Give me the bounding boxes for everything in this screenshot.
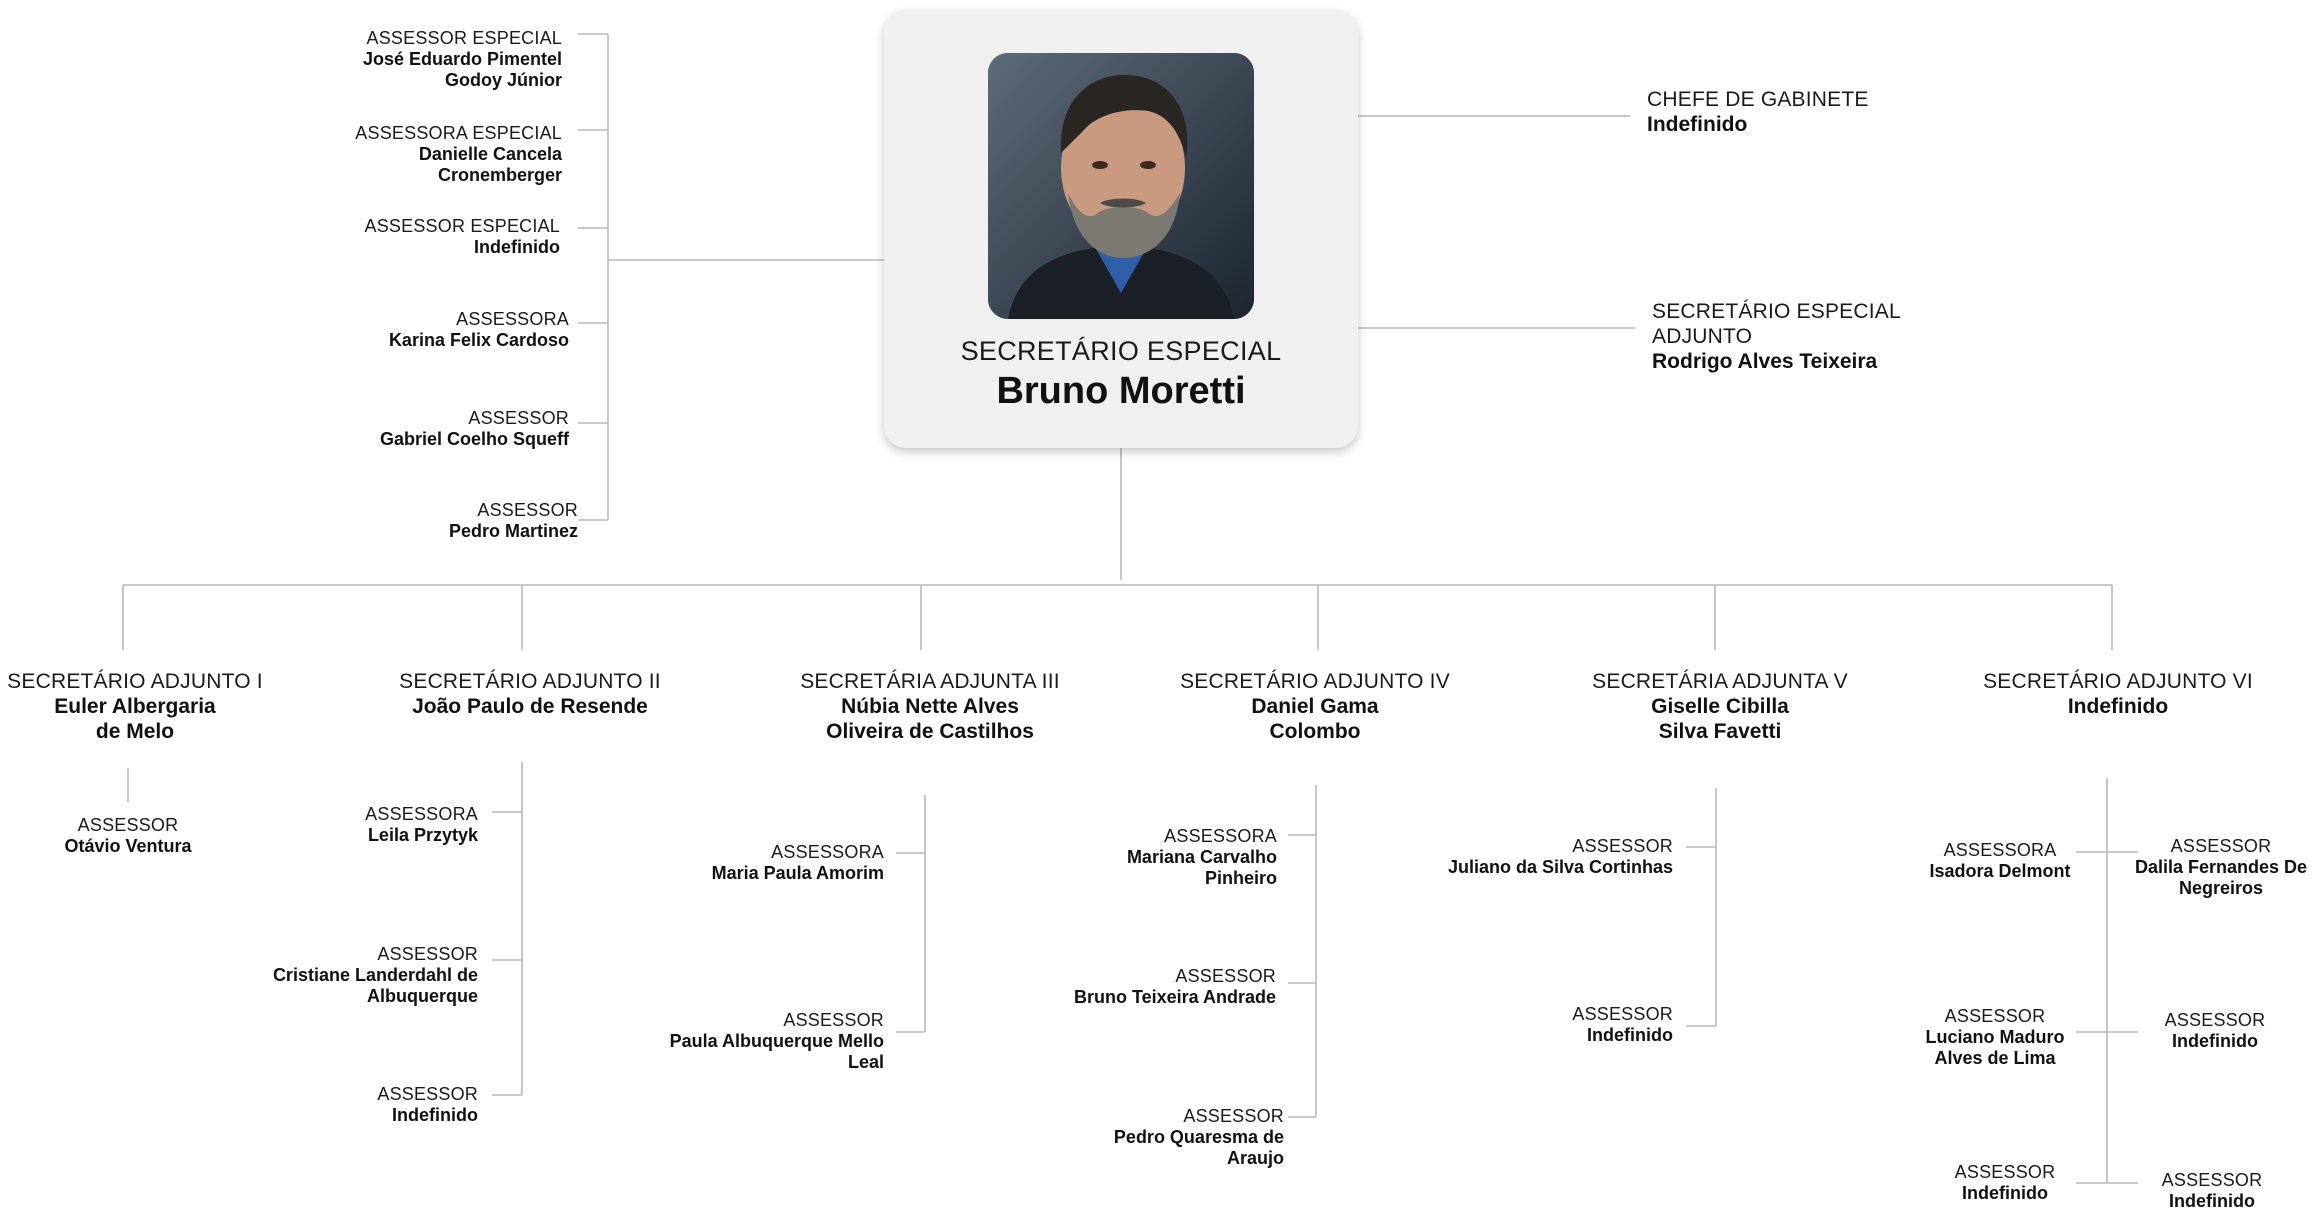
advisor-undefined-5: ASSESSOR Indefinido [1413,1004,1673,1046]
role-label: ASSESSOR ESPECIAL [364,216,560,236]
role-label: ASSESSOR [377,1084,478,1104]
role-label: SECRETÁRIO ESPECIAL ADJUNTO [1652,300,1901,348]
advisor-luciano: ASSESSOR Luciano Maduro Alves de Lima [1905,1006,2085,1070]
person-name: Indefinido [2067,694,2169,718]
role-label: ASSESSOR [1175,966,1276,986]
main-name: Bruno Moretti [996,370,1246,412]
role-label: SECRETÁRIO ADJUNTO VI [1983,670,2253,693]
role-label: ASSESSOR [2170,836,2272,856]
deputy-special-secretary: SECRETÁRIO ESPECIAL ADJUNTO Rodrigo Alve… [1652,300,1922,374]
person-name: Mariana Carvalho Pinheiro [1126,847,1277,889]
advisor-pedro-quaresma: ASSESSOR Pedro Quaresma de Araujo [1084,1106,1284,1170]
role-label: ASSESSOR [468,408,569,428]
person-name: Giselle Cibilla Silva Favetti [1651,694,1789,743]
role-label: ASSESSORA [1943,840,2057,860]
advisor-gabriel: ASSESSOR Gabriel Coelho Squeff [309,408,569,450]
advisor-otavio: ASSESSOR Otávio Ventura [28,815,228,857]
role-label: SECRETÁRIO ADJUNTO IV [1180,670,1450,693]
role-label: SECRETÁRIO ADJUNTO I [7,670,263,693]
role-label: ASSESSOR [1954,1162,2056,1182]
role-label: ASSESSOR [377,944,478,964]
role-label: ASSESSORA [1164,826,1277,846]
advisor-undefined-6c: ASSESSOR Indefinido [2127,1170,2297,1212]
advisor-dalila: ASSESSOR Dalila Fernandes De Negreiros [2132,836,2310,900]
role-label: ASSESSORA ESPECIAL [355,123,562,143]
deputy-secretary-3: SECRETÁRIA ADJUNTA III Núbia Nette Alves… [780,670,1080,744]
person-name: Indefinido [474,237,560,258]
advisor-undefined-2: ASSESSOR Indefinido [218,1084,478,1126]
role-label: ASSESSOR ESPECIAL [366,28,562,48]
role-label: ASSESSOR [1944,1006,2046,1026]
main-secretary-card: SECRETÁRIO ESPECIAL Bruno Moretti [884,10,1358,448]
person-name: Indefinido [1647,112,1748,136]
person-name: Indefinido [392,1105,478,1126]
advisor-mariana: ASSESSORA Mariana Carvalho Pinheiro [1057,826,1277,890]
person-name: Cristiane Landerdahl de Albuquerque [272,965,478,1007]
person-name: Pedro Quaresma de Araujo [1113,1127,1284,1169]
person-name: Rodrigo Alves Teixeira [1652,349,1878,373]
deputy-secretary-5: SECRETÁRIA ADJUNTA V Giselle Cibilla Sil… [1570,670,1870,744]
role-label: ASSESSOR [77,815,179,835]
role-label: ASSESSOR [783,1010,884,1030]
advisor-pedro: ASSESSOR Pedro Martinez [318,500,578,542]
special-advisor-3: ASSESSOR ESPECIAL Indefinido [300,216,560,258]
advisor-juliano: ASSESSOR Juliano da Silva Cortinhas [1373,836,1673,878]
special-advisor-1: ASSESSOR ESPECIAL José Eduardo Pimentel … [302,28,562,92]
person-name: Núbia Nette Alves Oliveira de Castilhos [826,694,1034,743]
role-label: ASSESSOR [2161,1170,2263,1190]
person-name: Paula Albuquerque Mello Leal [669,1031,884,1073]
person-name: Danielle Cancela Cronemberger [418,144,562,186]
person-name: Juliano da Silva Cortinhas [1447,857,1673,878]
person-name: Isadora Delmont [1929,861,2071,882]
role-label: ASSESSOR [1572,1004,1673,1024]
advisor-paula-albuquerque: ASSESSOR Paula Albuquerque Mello Leal [634,1010,884,1074]
advisor-bruno-teixeira: ASSESSOR Bruno Teixeira Andrade [1016,966,1276,1008]
person-name: Indefinido [2169,1191,2255,1212]
role-label: ASSESSOR [1572,836,1673,856]
person-name: Karina Felix Cardoso [388,330,569,351]
portrait-photo [988,53,1254,319]
person-name: Otávio Ventura [64,836,192,857]
person-name: José Eduardo Pimentel Godoy Júnior [362,49,562,91]
special-advisor-2: ASSESSORA ESPECIAL Danielle Cancela Cron… [302,123,562,187]
main-role: SECRETÁRIO ESPECIAL [960,336,1282,366]
deputy-secretary-4: SECRETÁRIO ADJUNTO IV Daniel Gama Colomb… [1165,670,1465,744]
person-name: Pedro Martinez [448,521,578,542]
advisor-maria-paula: ASSESSORA Maria Paula Amorim [604,842,884,884]
person-name: Bruno Teixeira Andrade [1073,987,1276,1008]
person-name: Indefinido [1962,1183,2048,1204]
advisor-undefined-6b: ASSESSOR Indefinido [1920,1162,2090,1204]
person-name: Luciano Maduro Alves de Lima [1925,1027,2065,1069]
advisor-leila: ASSESSORA Leila Przytyk [218,804,478,846]
role-label: ASSESSOR [477,500,578,520]
person-name: João Paulo de Resende [412,694,648,718]
person-name: Dalila Fernandes De Negreiros [2134,857,2308,899]
role-label: ASSESSOR [2164,1010,2266,1030]
person-name: Gabriel Coelho Squeff [379,429,569,450]
role-label: ASSESSORA [365,804,478,824]
advisor-karina: ASSESSORA Karina Felix Cardoso [309,309,569,351]
person-name: Indefinido [2172,1031,2258,1052]
role-label: SECRETÁRIA ADJUNTA V [1592,670,1848,693]
deputy-secretary-1: SECRETÁRIO ADJUNTO I Euler Albergaria de… [3,670,267,744]
person-name: Leila Przytyk [367,825,478,846]
role-label: ASSESSORA [771,842,884,862]
person-name: Indefinido [1587,1025,1673,1046]
person-name: Maria Paula Amorim [711,863,884,884]
deputy-secretary-2: SECRETÁRIO ADJUNTO II João Paulo de Rese… [380,670,680,720]
role-label: SECRETÁRIA ADJUNTA III [800,670,1060,693]
person-name: Euler Albergaria de Melo [54,694,216,743]
role-label: ASSESSOR [1183,1106,1284,1126]
deputy-secretary-6: SECRETÁRIO ADJUNTO VI Indefinido [1968,670,2268,720]
advisor-undefined-6a: ASSESSOR Indefinido [2130,1010,2300,1052]
role-label: SECRETÁRIO ADJUNTO II [399,670,661,693]
person-name: Daniel Gama Colombo [1251,694,1379,743]
advisor-isadora: ASSESSORA Isadora Delmont [1900,840,2100,882]
chief-of-staff: CHEFE DE GABINETE Indefinido [1647,88,1947,138]
role-label: CHEFE DE GABINETE [1647,88,1869,111]
advisor-cristiane: ASSESSOR Cristiane Landerdahl de Albuque… [218,944,478,1008]
role-label: ASSESSORA [456,309,569,329]
